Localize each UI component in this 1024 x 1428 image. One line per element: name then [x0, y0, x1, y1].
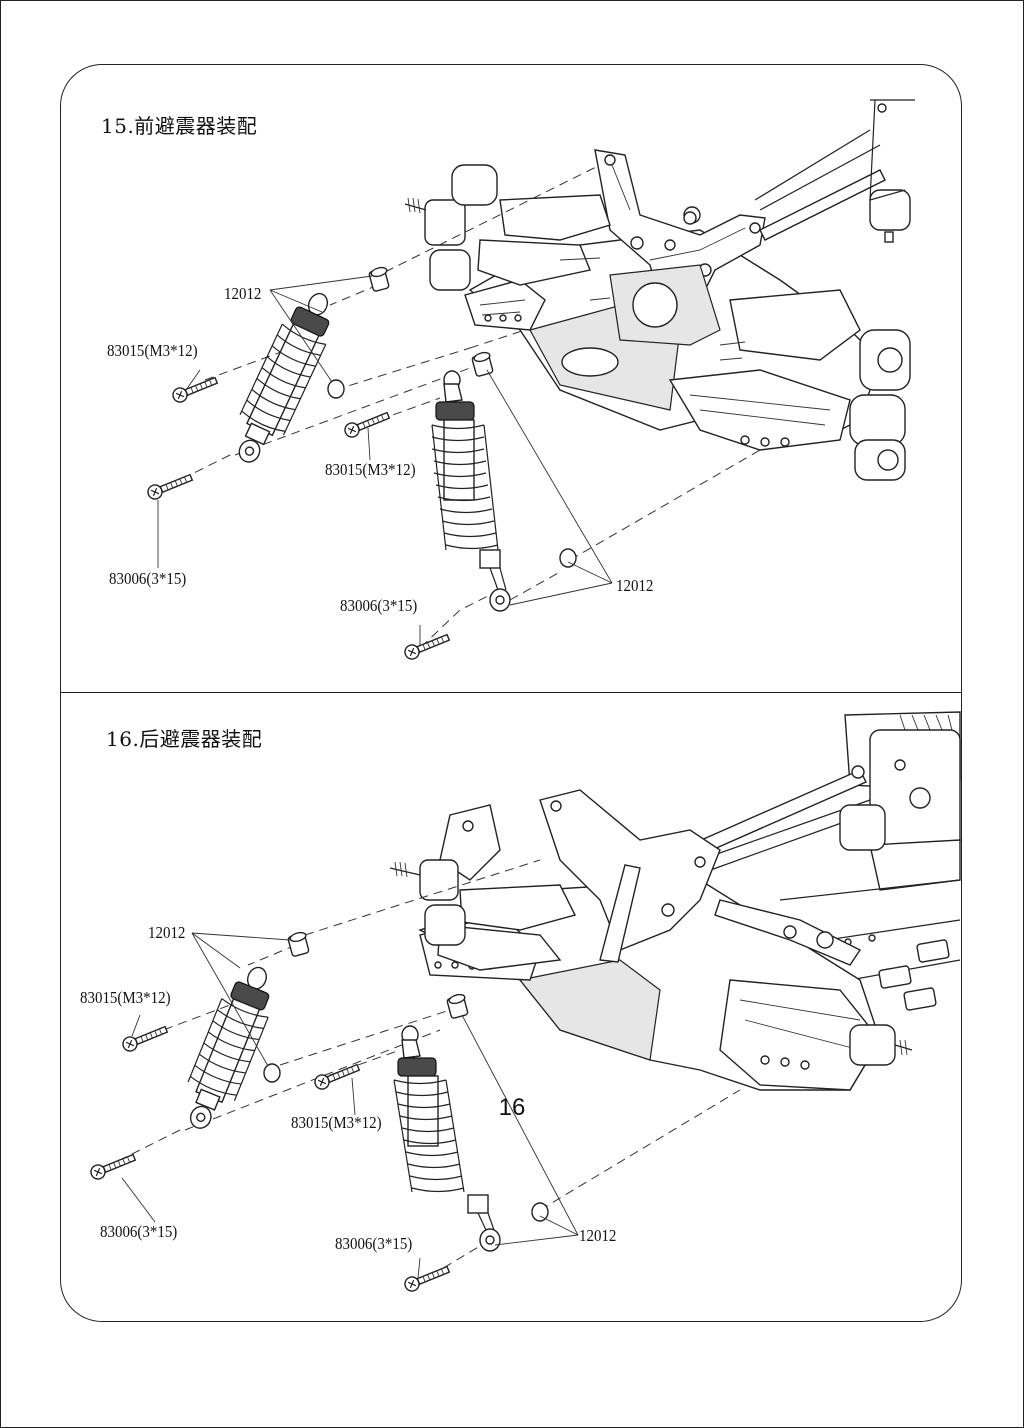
rear-leader-lines [121, 932, 579, 1279]
rear-bushings [263, 931, 549, 1222]
callout-front-bushing-upper: 12012 [224, 284, 262, 303]
front-bushings [327, 266, 577, 568]
front-leader-lines [157, 275, 613, 645]
callout-front-screw-m3-right: 83015(M3*12) [325, 460, 416, 479]
rear-shock-left [187, 966, 270, 1129]
callout-front-screw-3x15-right: 83006(3*15) [340, 596, 418, 615]
callout-rear-bushing-lower: 12012 [579, 1226, 617, 1245]
page-number: 16 [498, 1094, 526, 1121]
front-shock-right [431, 370, 511, 612]
front-shock-left [238, 292, 330, 463]
step-16-title: 16.后避震器装配 [106, 727, 263, 751]
callout-rear-bushing-upper: 12012 [148, 923, 186, 942]
rear-chassis-assembly [389, 711, 961, 1091]
front-chassis-assembly [404, 99, 915, 481]
rear-shock-diagram [90, 711, 961, 1292]
rear-screws [90, 1025, 451, 1292]
callout-front-screw-3x15-left: 83006(3*15) [109, 569, 187, 588]
front-screws [147, 376, 451, 660]
callout-rear-screw-3x15-left: 83006(3*15) [100, 1222, 178, 1241]
rear-shock-right [393, 1025, 501, 1252]
callout-front-bushing-lower: 12012 [616, 576, 654, 595]
section-divider [60, 692, 962, 693]
instruction-panel [60, 64, 962, 1322]
callout-rear-screw-3x15-right: 83006(3*15) [335, 1234, 413, 1253]
callout-front-screw-m3-left: 83015(M3*12) [107, 341, 198, 360]
callout-rear-screw-m3-left: 83015(M3*12) [80, 988, 171, 1007]
step-15-title: 15.前避震器装配 [101, 114, 258, 138]
front-shock-diagram [147, 99, 915, 660]
callout-rear-screw-m3-right: 83015(M3*12) [291, 1113, 382, 1132]
